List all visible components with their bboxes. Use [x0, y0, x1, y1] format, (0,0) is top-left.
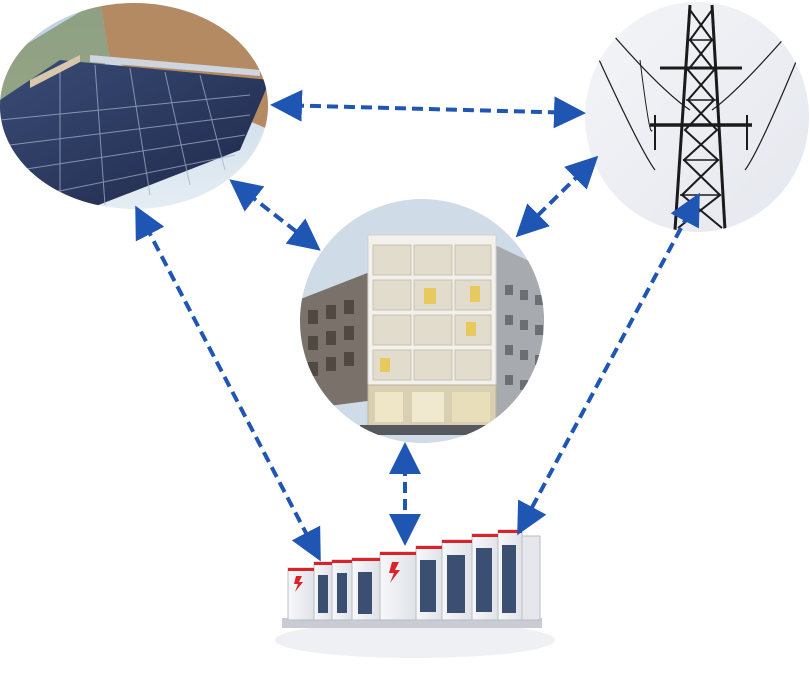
building-icon [360, 234, 510, 435]
building-node [300, 199, 544, 443]
solar-panel-node [0, 3, 268, 209]
arrow-solar-storage [135, 205, 321, 562]
solar-panel-icon [0, 55, 268, 209]
arrow-solar-grid [270, 89, 586, 129]
flow-arrows [135, 89, 700, 562]
arrow-grid-building [515, 155, 599, 238]
arrow-solar-building [229, 179, 321, 251]
battery-storage-node [275, 529, 555, 658]
lightning-icon [294, 562, 400, 592]
battery-storage-icon [287, 529, 541, 621]
arrow-grid-storage [517, 192, 700, 536]
